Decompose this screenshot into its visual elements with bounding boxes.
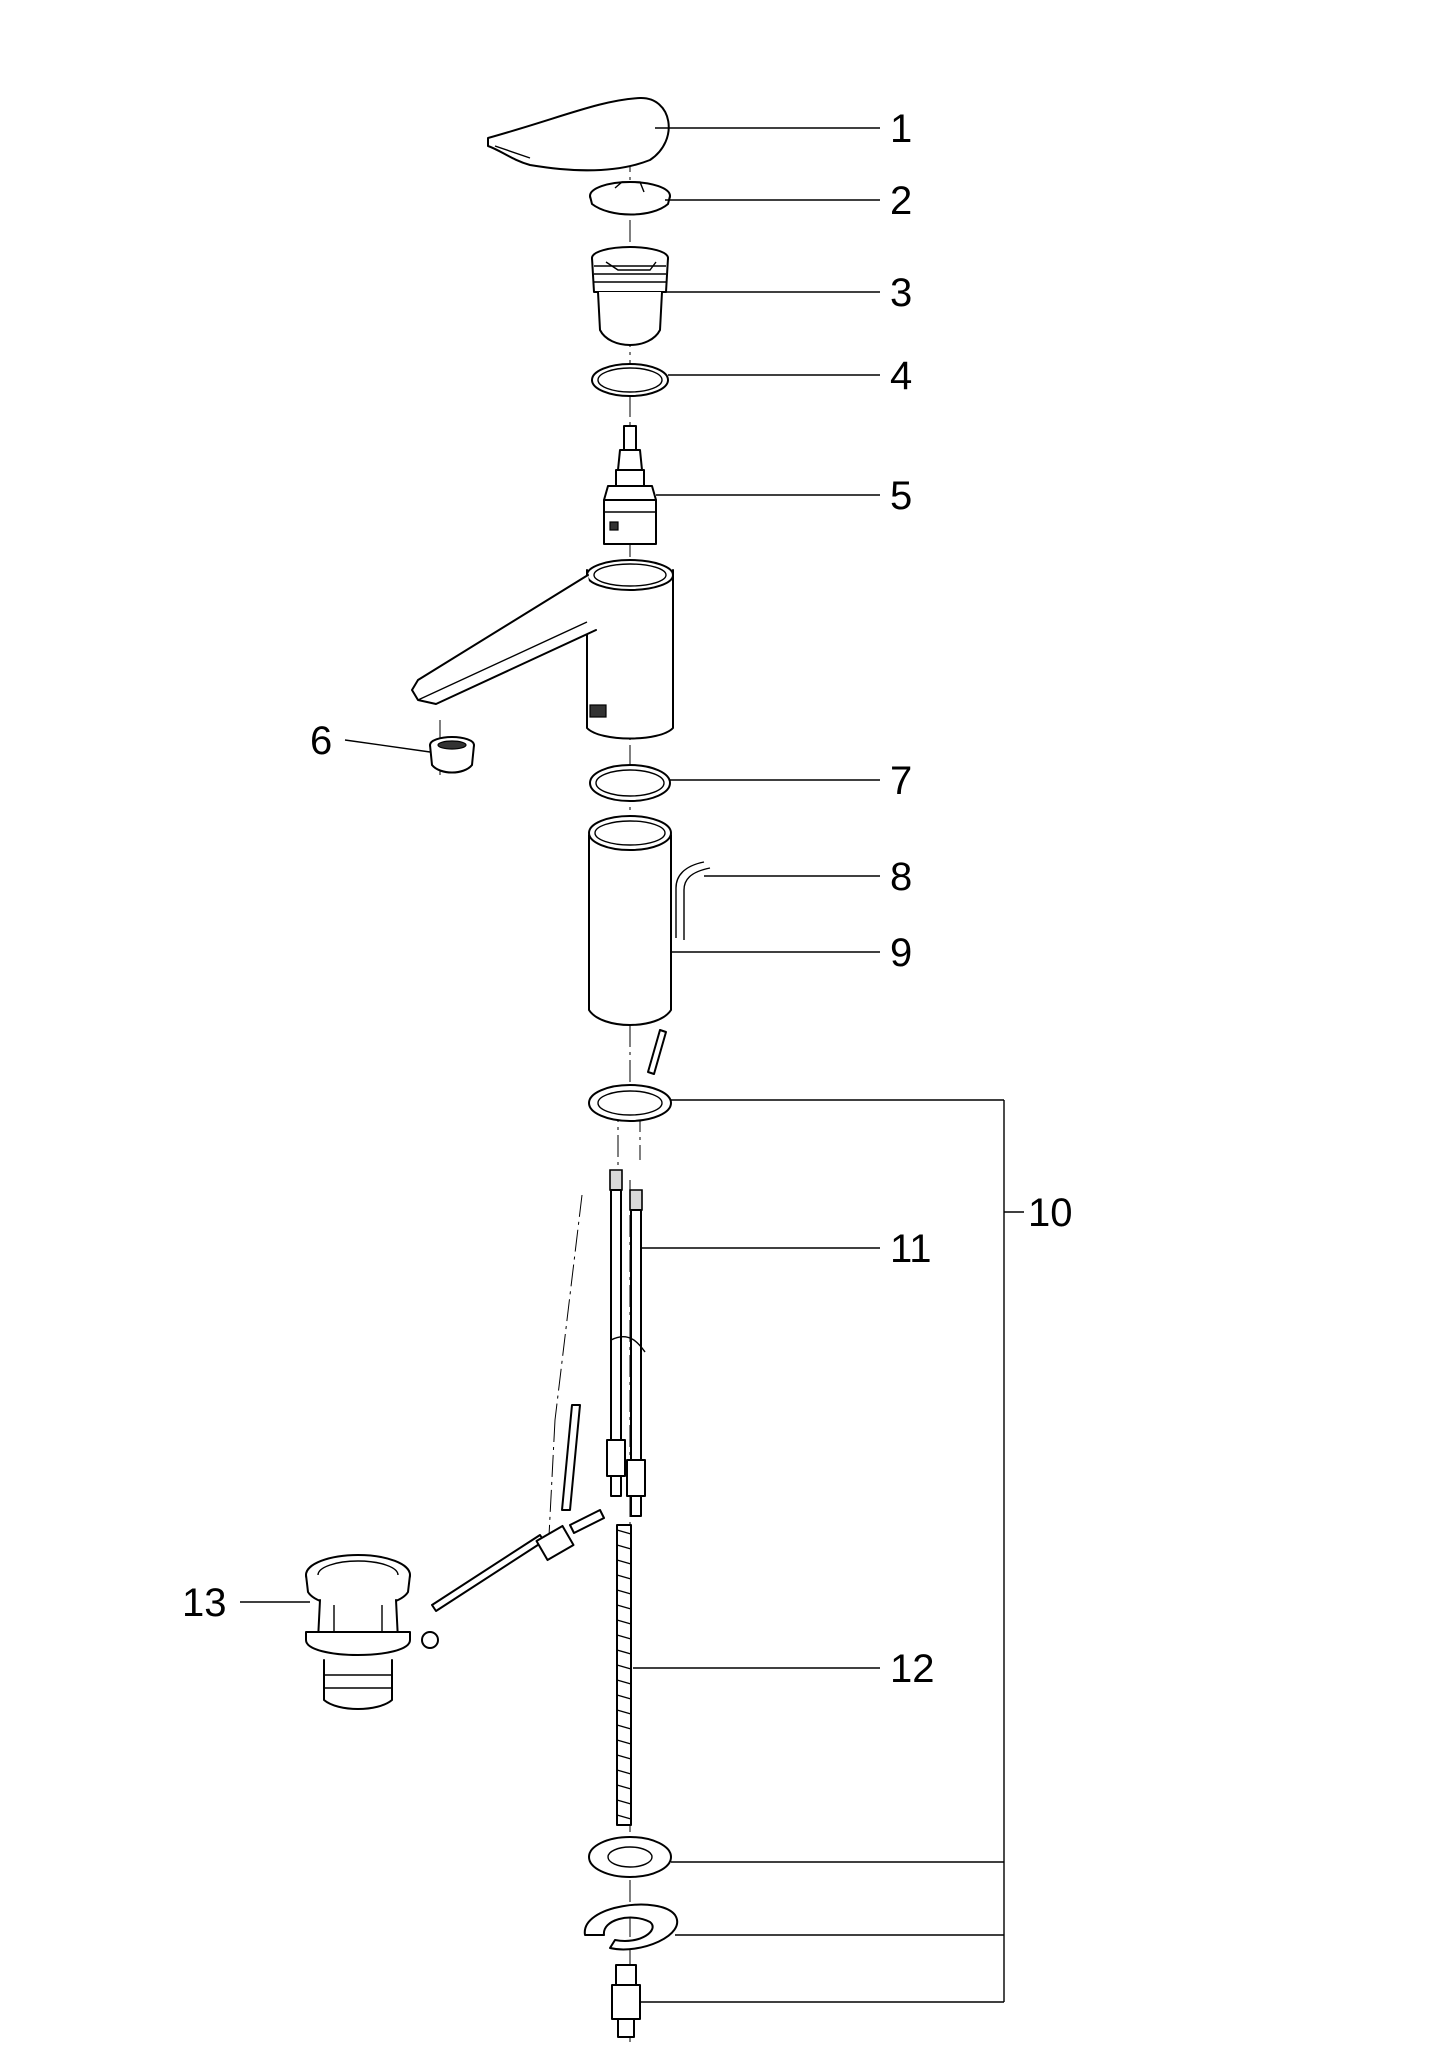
callout-labels: 1 2 3 4 5 6 7 8 9 10 11 12 13 — [182, 107, 1073, 1691]
part-13-pop-up-waste — [305, 1554, 439, 1710]
part-3-threaded-sleeve — [591, 246, 669, 346]
callout-9: 9 — [890, 931, 912, 975]
part-10-lower-washer — [588, 1836, 672, 1878]
callout-2: 2 — [890, 179, 912, 223]
part-10-bottom-nut — [611, 1964, 641, 2038]
callout-11: 11 — [890, 1227, 932, 1271]
callout-13: 13 — [182, 1581, 227, 1625]
part-6-aerator — [429, 736, 475, 774]
callout-10: 10 — [1028, 1191, 1073, 1235]
callout-1: 1 — [890, 107, 912, 151]
part-10-top-ring — [588, 1084, 672, 1122]
part-10-horseshoe-plate — [583, 1903, 679, 1951]
faucet-body-spout — [411, 559, 674, 740]
callout-7: 7 — [890, 759, 912, 803]
callout-4: 4 — [890, 354, 912, 398]
part-7-o-ring — [589, 764, 671, 802]
part-12-threaded-rod — [616, 1524, 632, 1826]
callout-3: 3 — [890, 271, 912, 315]
callout-6: 6 — [310, 719, 332, 763]
part-9-base-sleeve — [588, 815, 672, 1026]
part-2-cover-cap — [589, 181, 671, 216]
callout-12: 12 — [890, 1647, 935, 1691]
part-8-lift-rod-pin — [647, 861, 711, 1075]
part-1-lever-handle — [487, 96, 670, 172]
callout-8: 8 — [890, 855, 912, 899]
part-11-supply-hoses — [606, 1169, 646, 1517]
drain-lift-rod — [431, 1404, 605, 1612]
leader-lines — [240, 127, 1024, 2003]
callout-5: 5 — [890, 474, 912, 518]
part-5-cartridge — [603, 425, 657, 545]
part-4-o-ring — [591, 363, 669, 397]
